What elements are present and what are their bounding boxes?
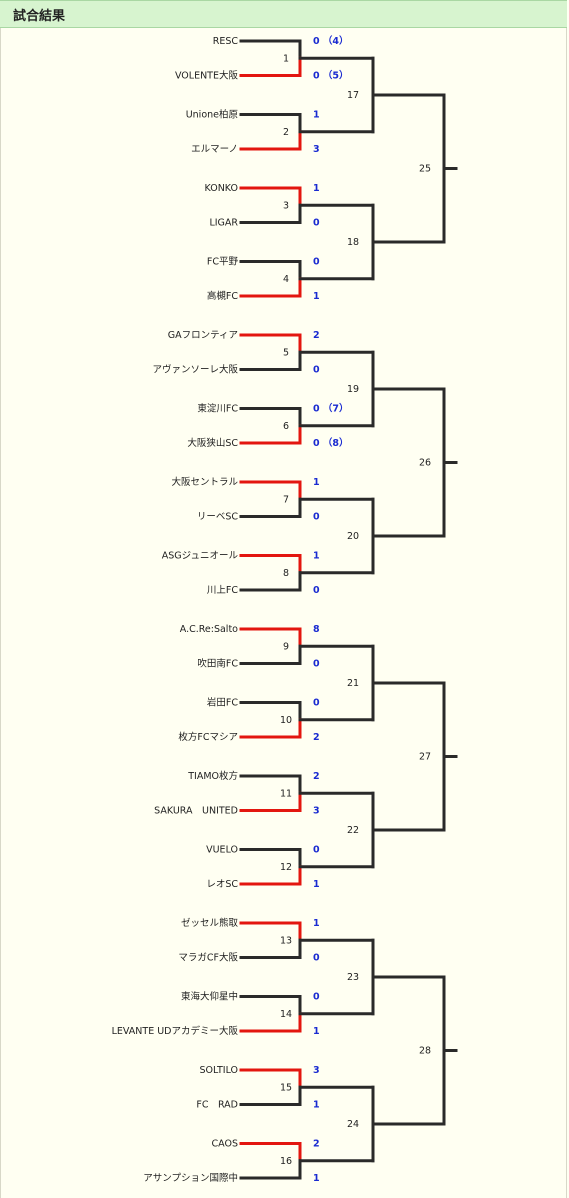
- match-number: 20: [347, 531, 359, 542]
- score-label: 0: [313, 585, 320, 596]
- score-label: 0: [313, 992, 320, 1003]
- team-name: 東淀川FC: [197, 403, 238, 415]
- team-name: ゼッセル熊取: [181, 917, 239, 929]
- team-name: エルマーノ: [191, 144, 238, 155]
- team-name: アヴァンソーレ大阪: [152, 364, 238, 376]
- score-label: 1: [313, 879, 320, 890]
- team-name: LIGAR: [209, 218, 238, 229]
- header-bar: 試合結果: [0, 0, 567, 28]
- team-name: RESC: [213, 36, 239, 47]
- score-label: 0: [313, 218, 320, 229]
- match-number: 27: [419, 752, 431, 763]
- team-name: レオSC: [206, 879, 238, 890]
- match-number: 7: [283, 494, 289, 505]
- match-number: 1: [283, 53, 289, 64]
- score-label: 1: [313, 291, 320, 302]
- team-name: 大阪狭山SC: [187, 437, 238, 449]
- score-label: 1: [313, 183, 320, 194]
- match-number: 23: [347, 972, 359, 983]
- team-name: LEVANTE UDアカデミー大阪: [112, 1025, 239, 1037]
- match-number: 16: [280, 1156, 292, 1167]
- score-label: 2: [313, 330, 320, 341]
- team-name: 高槻FC: [207, 290, 238, 302]
- team-name: 岩田FC: [207, 697, 238, 709]
- match-number: 3: [283, 200, 289, 211]
- page-title: 試合結果: [13, 9, 66, 24]
- team-name: アサンプション国際中: [143, 1172, 238, 1184]
- match-number: 22: [347, 825, 359, 836]
- score-label: 8: [313, 624, 320, 635]
- score-label: 1: [313, 110, 320, 121]
- score-label: 0: [313, 365, 320, 376]
- match-number: 18: [347, 237, 359, 248]
- match-number: 26: [419, 458, 431, 469]
- score-label: 1: [313, 1100, 320, 1111]
- match-number: 5: [283, 347, 289, 358]
- team-name: 吹田南FC: [197, 658, 238, 670]
- score-label: 0 （5）: [313, 70, 349, 82]
- score-label: 0: [313, 512, 320, 523]
- score-label: 1: [313, 551, 320, 562]
- team-name: FC平野: [207, 257, 239, 268]
- team-name: マラガCF大阪: [178, 952, 238, 964]
- team-name: A.C.Re:Salto: [180, 624, 238, 635]
- team-name: VUELO: [206, 845, 238, 856]
- team-name: 川上FC: [207, 585, 238, 596]
- team-name: SOLTILO: [199, 1065, 238, 1076]
- team-name: VOLENTE大阪: [175, 70, 239, 82]
- match-number: 28: [419, 1046, 431, 1057]
- score-label: 0: [313, 953, 320, 964]
- match-number: 2: [283, 127, 289, 138]
- team-name: Unione柏原: [186, 109, 238, 121]
- score-label: 0: [313, 698, 320, 709]
- match-number: 14: [280, 1009, 292, 1020]
- score-label: 3: [313, 144, 320, 155]
- match-number: 4: [283, 274, 289, 285]
- score-label: 2: [313, 1139, 320, 1150]
- team-name: SAKURA UNITED: [154, 806, 238, 817]
- match-number: 9: [283, 641, 289, 652]
- score-label: 1: [313, 477, 320, 488]
- team-name: 大阪セントラル: [171, 476, 238, 488]
- match-number: 25: [419, 164, 431, 175]
- team-name: ASGジュニオール: [162, 551, 239, 562]
- score-label: 0: [313, 845, 320, 856]
- match-number: 11: [280, 788, 292, 799]
- score-label: 0 （8）: [313, 437, 349, 449]
- match-number: 10: [280, 715, 292, 726]
- score-label: 1: [313, 1026, 320, 1037]
- score-label: 1: [313, 918, 320, 929]
- team-name: GAフロンティア: [168, 330, 238, 341]
- match-number: 13: [280, 935, 292, 946]
- match-number: 6: [283, 421, 289, 432]
- score-label: 0: [313, 257, 320, 268]
- team-name: 枚方FCマシア: [178, 731, 238, 743]
- team-name: TIAMO枚方: [187, 770, 238, 782]
- match-number: 17: [347, 90, 359, 101]
- team-name: リーベSC: [197, 512, 239, 523]
- match-number: 21: [347, 678, 359, 689]
- team-name: 東海大仰星中: [181, 991, 238, 1003]
- team-name: FC RAD: [196, 1100, 238, 1111]
- match-number: 24: [347, 1119, 359, 1130]
- match-number: 12: [280, 862, 292, 873]
- score-label: 3: [313, 1065, 320, 1076]
- score-label: 2: [313, 771, 320, 782]
- score-label: 3: [313, 806, 320, 817]
- score-label: 0 （4）: [313, 35, 349, 47]
- score-label: 1: [313, 1173, 320, 1184]
- team-name: KONKO: [205, 183, 238, 194]
- team-name: CAOS: [212, 1139, 238, 1150]
- score-label: 0 （7）: [313, 403, 349, 415]
- match-number: 15: [280, 1082, 292, 1093]
- score-label: 0: [313, 659, 320, 670]
- score-label: 2: [313, 732, 320, 743]
- match-number: 8: [283, 568, 289, 579]
- match-number: 19: [347, 384, 359, 395]
